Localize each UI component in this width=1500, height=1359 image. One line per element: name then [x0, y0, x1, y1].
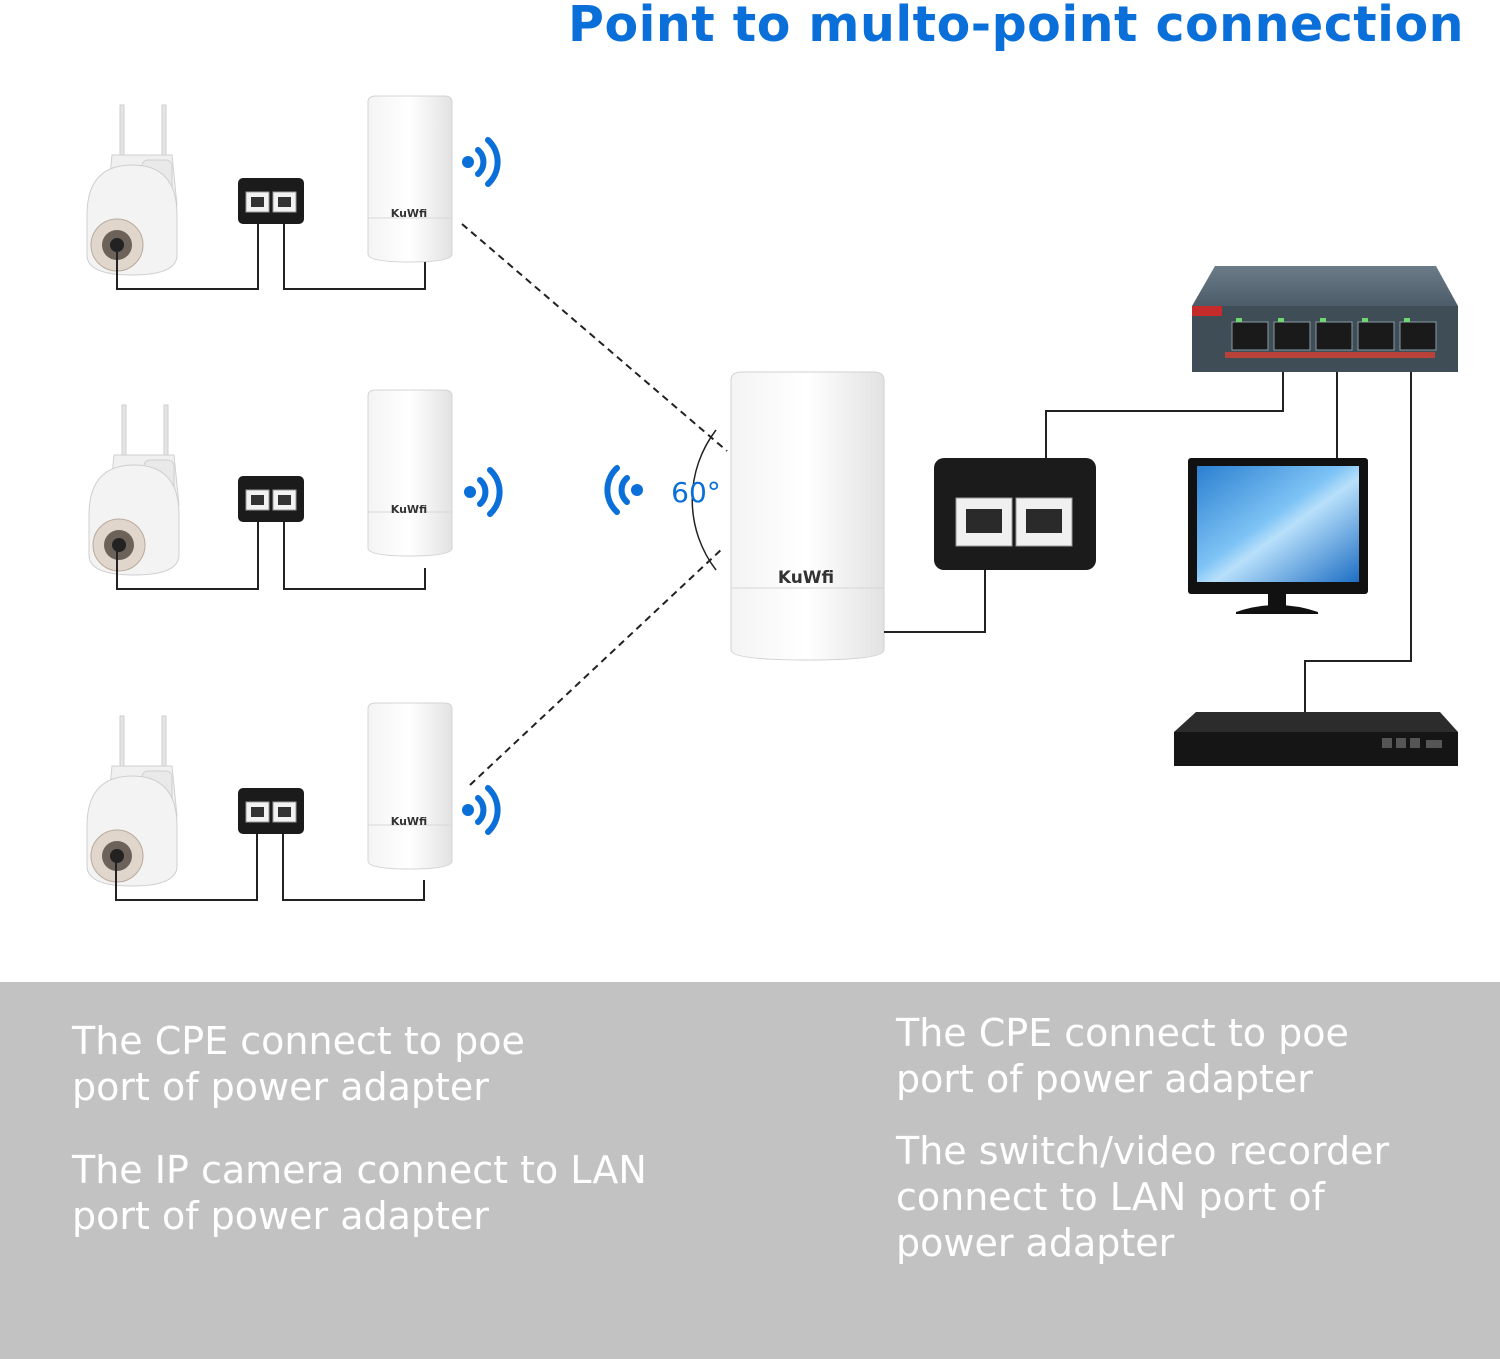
wifi-signal-icon — [607, 468, 643, 512]
wireless-link-3 — [469, 547, 724, 786]
cpe-brand-label: KuWfi — [778, 568, 834, 588]
network-diagram: KuWfi KuWfi KuWfi 60° KuWfi — [86, 95, 1458, 901]
poe-adapter-icon — [237, 177, 305, 225]
cpe-bridge-icon — [367, 389, 453, 557]
note-left-1: The CPE connect to poe port of power ada… — [72, 1019, 525, 1109]
note-right-1: The CPE connect to poe port of power ada… — [896, 1011, 1349, 1101]
page-title: Point to multo-point connection — [568, 0, 1464, 53]
angle-arc — [691, 429, 717, 571]
notes-panel — [0, 982, 1500, 1359]
wifi-signal-icon — [462, 140, 498, 184]
network-switch — [1192, 266, 1458, 372]
network-switch-icon — [1192, 266, 1458, 306]
wifi-signal-icon — [462, 788, 498, 832]
cpe-brand-label: KuWfi — [391, 815, 427, 828]
camera-unit-2: KuWfi — [88, 389, 500, 590]
main-poe-adapter — [934, 458, 1096, 570]
note-right-2: The switch/video recorder connect to LAN… — [896, 1129, 1390, 1265]
angle-label: 60° — [671, 476, 721, 509]
ptz-camera-icon — [88, 404, 180, 576]
camera-unit-1: KuWfi — [86, 95, 498, 290]
wifi-signal-icon — [464, 470, 500, 514]
cpe-brand-label: KuWfi — [391, 207, 427, 220]
monitor — [1188, 458, 1368, 614]
poe-adapter-icon — [237, 787, 305, 835]
ptz-camera-icon — [86, 104, 178, 276]
poe-adapter-icon — [237, 475, 305, 523]
cpe-bridge-icon — [730, 371, 885, 661]
note-left-2: The IP camera connect to LAN port of pow… — [72, 1148, 647, 1238]
video-recorder-icon — [1174, 712, 1458, 732]
wireless-link-1 — [461, 223, 728, 452]
video-recorder — [1174, 712, 1458, 766]
cpe-bridge-icon — [367, 95, 453, 263]
cpe-brand-label: KuWfi — [391, 503, 427, 516]
camera-unit-3: KuWfi — [86, 702, 498, 901]
cpe-bridge-icon — [367, 702, 453, 870]
ptz-camera-icon — [86, 715, 178, 887]
central-cpe: KuWfi — [730, 371, 885, 661]
